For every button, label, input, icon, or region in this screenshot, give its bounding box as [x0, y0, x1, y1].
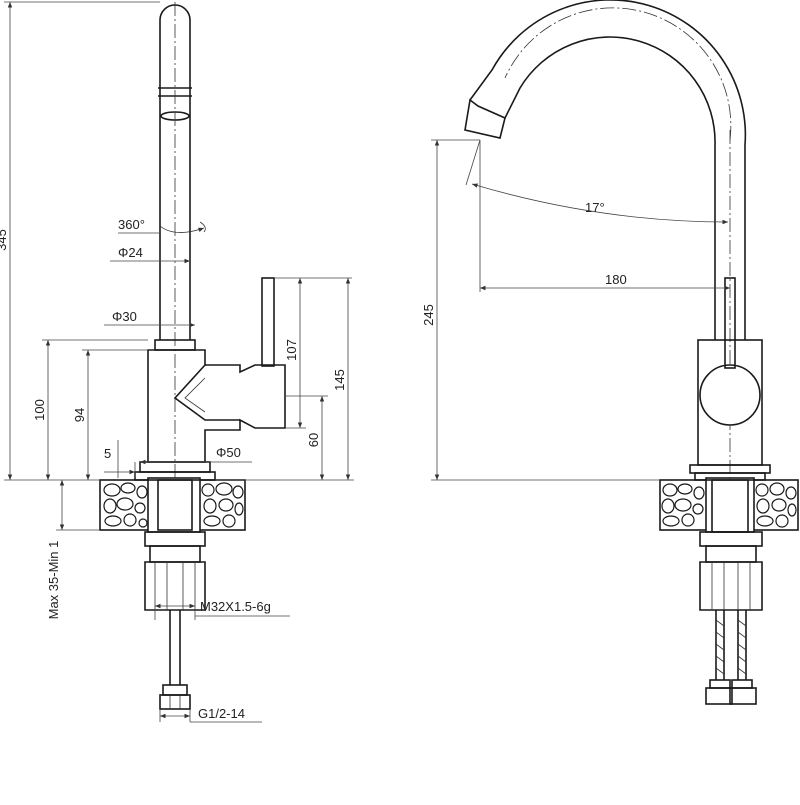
pebble-texture: [661, 482, 797, 528]
right-view: 245 17° 180: [421, 0, 799, 705]
dim-swing-angle: 17°: [585, 200, 605, 215]
dim-hose-thread: G1/2-14: [198, 706, 245, 721]
dim-reach: 180: [605, 272, 627, 287]
dim-rotation: 360°: [118, 217, 145, 232]
dim-counter-thickness: Max 35-Min 1: [46, 541, 61, 620]
dim-neck-diameter: Φ30: [112, 309, 137, 324]
countertop-right: [659, 477, 799, 533]
dim-lever-top-height: 145: [332, 369, 347, 391]
dim-spout-diameter: Φ24: [118, 245, 143, 260]
dim-base-diameter: Φ50: [216, 445, 241, 460]
countertop-left: [99, 477, 246, 533]
dim-outlet-height: 245: [421, 304, 436, 326]
left-view: 345 360° Φ24 Φ30 100 94 5 Φ50 107: [0, 1, 354, 723]
dim-body-height-inner: 94: [72, 408, 87, 422]
dim-lever-axis-height: 60: [306, 433, 321, 447]
dim-handle-height: 107: [284, 339, 299, 361]
dim-total-height: 345: [0, 229, 9, 251]
dim-base-step: 5: [104, 446, 111, 461]
dim-body-height: 100: [32, 399, 47, 421]
pebble-texture: [103, 482, 244, 528]
dim-shank-thread: M32X1.5-6g: [200, 599, 271, 614]
